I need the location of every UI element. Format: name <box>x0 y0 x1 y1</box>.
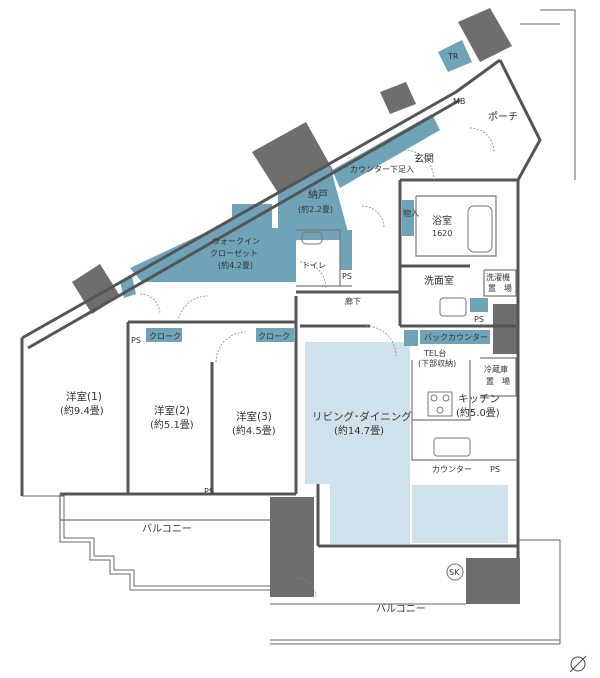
column <box>493 304 518 354</box>
monoire-label: 物入 <box>403 208 419 218</box>
washroom-label: 洗面室 <box>424 274 454 287</box>
column <box>380 82 416 114</box>
tel-sub-label: (下部収納) <box>418 358 456 368</box>
back-counter-label: バックカウンター <box>424 333 488 342</box>
storage-room-label: 納戸 <box>308 188 328 201</box>
living-area <box>305 342 410 484</box>
ps-label-wc: PS <box>342 272 352 281</box>
counter-label: カウンター <box>432 465 472 474</box>
toilet-fixture <box>301 231 323 245</box>
tr-label: TR <box>447 52 459 61</box>
counter-shoe-storage <box>332 114 440 188</box>
washroom-shelf <box>470 298 488 312</box>
fixtures <box>301 205 493 581</box>
toilet-label: トイレ <box>302 261 326 270</box>
closet-label-room3: クローク <box>258 332 290 341</box>
column <box>270 497 314 597</box>
balcony-west-label: バルコニー <box>142 523 192 535</box>
corridor-label: 廊下 <box>345 296 361 306</box>
sk-circle <box>446 563 464 581</box>
column <box>458 8 512 62</box>
storage-room-size: (約2.2畳) <box>298 204 333 214</box>
bathtub <box>467 205 493 253</box>
storage-areas <box>120 40 490 346</box>
ps-label-wash: PS <box>474 315 484 324</box>
washer-label-2: 置 場 <box>488 283 512 293</box>
living-size: (約14.7畳) <box>334 424 384 437</box>
counter-under-label: カウンター下足入 <box>350 165 414 174</box>
stove <box>427 391 453 417</box>
bath-size-label: 1620 <box>432 229 452 238</box>
back-counter <box>420 330 490 344</box>
kitchen-label: キッチン <box>458 393 500 405</box>
room2-label: 洋室(2) <box>154 404 190 417</box>
room1-label: 洋室(1) <box>66 390 102 403</box>
fridge-label-2: 置 場 <box>486 376 510 386</box>
balcony-lines <box>22 9 576 645</box>
walkin-label-2: クローゼット <box>210 248 258 258</box>
bath-label: 浴室 <box>432 214 452 227</box>
mb-label: MB <box>453 97 465 106</box>
balcony-south-label: バルコニー <box>376 603 426 615</box>
kitchen-floor-area <box>412 485 508 543</box>
ps-box <box>340 230 352 270</box>
living-label: リビング･ダイニング <box>312 410 412 423</box>
living-floor <box>305 342 508 544</box>
kitchen-size: (約5.0畳) <box>456 406 500 419</box>
dining-area <box>330 484 410 544</box>
structural-columns <box>72 8 520 604</box>
ps-label-bedrooms: PS <box>204 487 214 496</box>
labels: TR MB ポーチ カウンター下足入 玄関 納戸 (約2.2畳) 物入 浴室 1… <box>60 52 518 615</box>
walkin-size: (約4.2畳) <box>218 260 253 270</box>
ps-label-room2: PS <box>131 336 141 345</box>
column <box>466 558 520 604</box>
walls <box>20 58 542 558</box>
porch-label: ポーチ <box>488 111 518 123</box>
sink <box>433 437 471 457</box>
walkin-label: ウォークイン <box>212 237 260 246</box>
closet-label-room2: クローク <box>149 332 181 341</box>
room2-size: (約5.1畳) <box>150 418 194 431</box>
closet-room2 <box>146 328 182 342</box>
tel-label: TEL台 <box>423 348 446 358</box>
tr-storage <box>438 40 472 72</box>
monoire-storage <box>402 200 414 236</box>
room1-size: (約9.4畳) <box>60 404 104 417</box>
ps-label-kitchen: PS <box>490 465 500 474</box>
sk-label: SK <box>449 568 460 577</box>
fridge-label: 冷蔵庫 <box>484 364 508 374</box>
closet-room3 <box>256 328 294 342</box>
washbasin <box>439 297 467 317</box>
door-arcs <box>139 127 495 599</box>
entrance-label: 玄関 <box>414 152 434 165</box>
room3-label: 洋室(3) <box>236 410 272 423</box>
tel-shelf <box>404 330 418 346</box>
washer-label: 洗濯機 <box>486 272 510 282</box>
room3-size: (約4.5畳) <box>232 424 276 437</box>
north-compass <box>569 655 587 673</box>
